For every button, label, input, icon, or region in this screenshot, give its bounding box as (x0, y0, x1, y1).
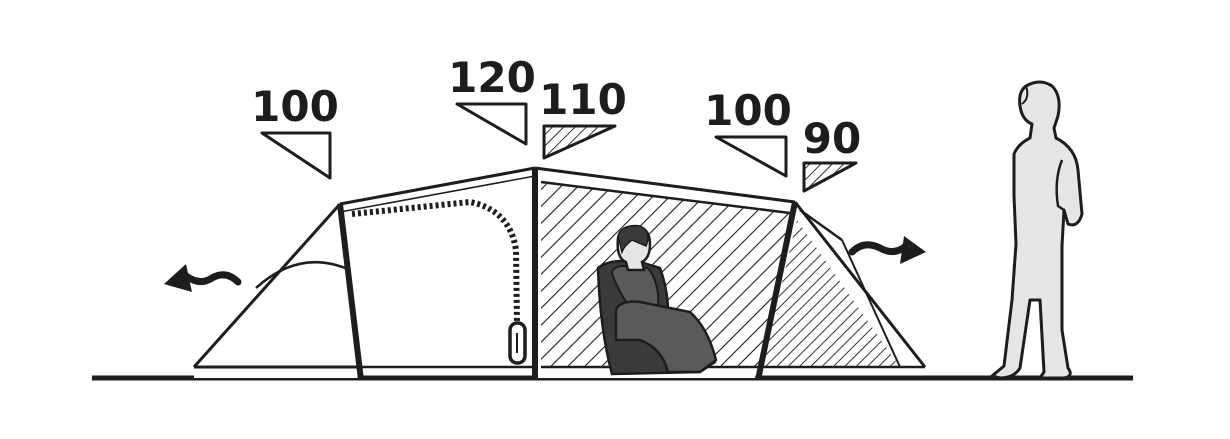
front-entrance-arrow-icon (848, 236, 926, 264)
door-zip (351, 198, 527, 365)
height-wedge-icon (455, 102, 528, 146)
front-entrance-height-label: 90 (803, 114, 861, 163)
standing-person-figure (990, 80, 1084, 380)
rear-entrance-height-callout: 100 (251, 82, 339, 180)
seated-person-figure (596, 224, 718, 376)
rear-vestibule (192, 202, 360, 378)
hatched-height-wedge-icon (542, 124, 617, 160)
inner-tent-height-callout: 120 (448, 53, 536, 146)
height-wedge-icon (260, 131, 332, 180)
inner-tent-height-label: 120 (448, 53, 536, 102)
tent-poles (337, 168, 798, 381)
front-vestibule (758, 201, 927, 369)
porch-front-height-label: 100 (704, 86, 792, 135)
rear-entrance-arrow-icon (164, 264, 242, 292)
front-entrance-height-callout: 90 (802, 114, 861, 193)
porch-front-height-callout: 100 (704, 86, 792, 178)
porch-height-callout: 110 (539, 75, 627, 160)
hatched-height-wedge-icon (802, 161, 858, 193)
rear-entrance-height-label: 100 (251, 82, 339, 131)
height-wedge-icon (714, 135, 788, 178)
inner-tent (339, 166, 536, 369)
porch-height-label: 110 (539, 75, 627, 124)
